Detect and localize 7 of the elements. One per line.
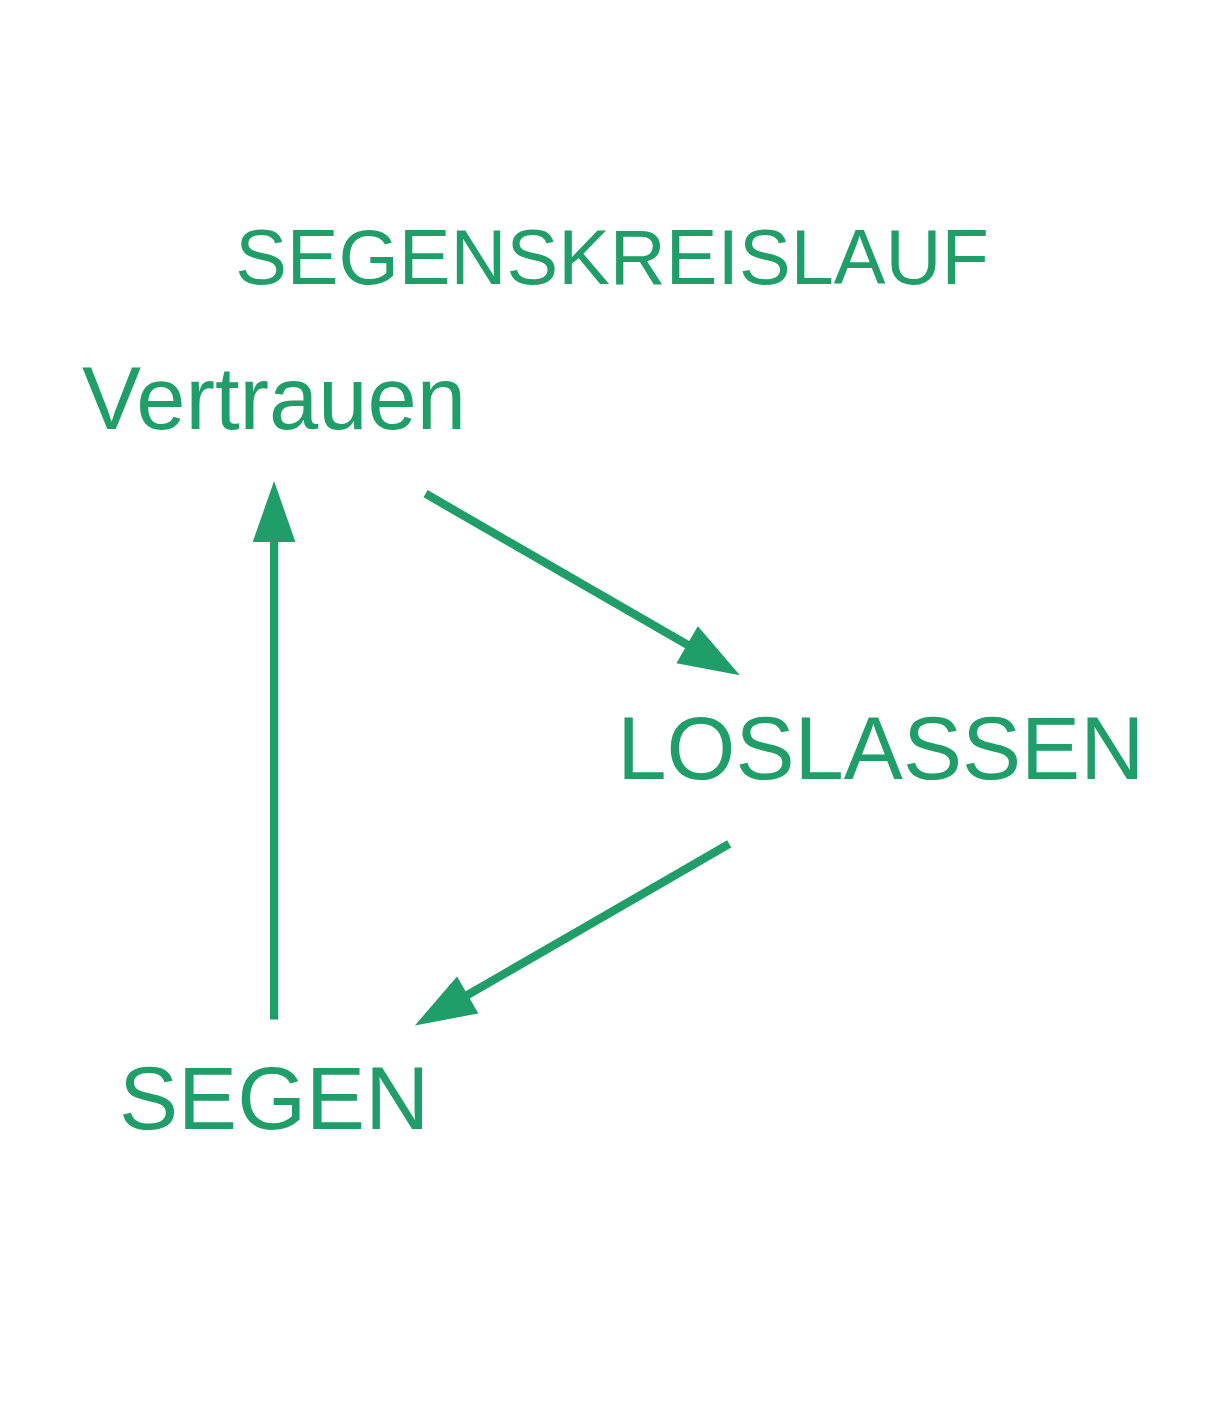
arrow — [252, 480, 296, 1019]
arrow — [414, 839, 732, 1025]
node-text: SEGEN — [119, 1048, 430, 1148]
arrow — [423, 489, 740, 675]
node-text: Vertrauen — [82, 348, 467, 448]
node-text: LOSLASSEN — [617, 698, 1145, 798]
diagram-title: SEGENSKREISLAUF — [235, 213, 989, 300]
